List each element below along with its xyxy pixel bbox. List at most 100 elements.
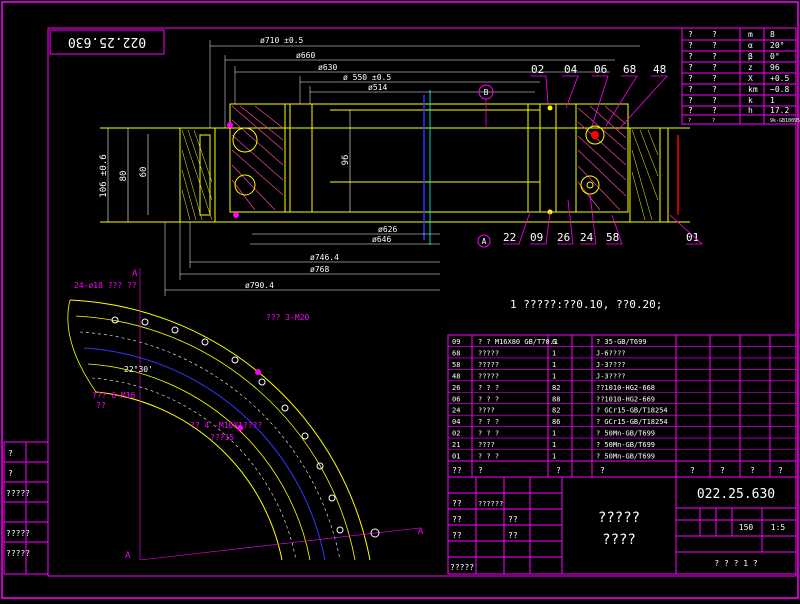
note-grease: ??? 6-M16: [92, 391, 136, 400]
bom-cell-qty: 1: [552, 430, 556, 438]
gear-table-cell: 0°: [770, 52, 780, 61]
part-name-line1: ?????: [598, 510, 640, 526]
bom-cell-name: ? ? ?: [478, 453, 499, 461]
bom-cell-qty: 86: [552, 418, 560, 426]
tech-note: 1 ?????:??0.10, ??0.20;: [510, 298, 662, 311]
gear-table-cell: ?: [688, 106, 693, 115]
note-grease2: ??: [96, 401, 106, 410]
section-marker-a-bottom: A: [125, 551, 131, 561]
section-view: [100, 90, 690, 245]
bom-cell-mat: J-3????: [596, 361, 626, 369]
gear-table-cell: ?: [688, 30, 693, 39]
left-label: ?????: [6, 529, 30, 538]
bom-cell-no: 02: [452, 430, 460, 438]
dim-790: ø790.4: [245, 281, 274, 290]
gear-table-cell: 1: [770, 96, 775, 105]
dim-60: 60: [139, 167, 149, 178]
gear-table-cell: +0.5: [770, 74, 789, 83]
bom-cell-no: 04: [452, 418, 460, 426]
callout-68: 68: [623, 63, 636, 76]
gear-table-cell: ?: [688, 41, 693, 50]
bom-cell-name: ? ? ?: [478, 430, 499, 438]
bom-cell-no: 26: [452, 384, 460, 392]
bom-cell-no: 24: [452, 407, 460, 415]
left-label: ?: [8, 449, 13, 458]
bom-cell-qty: 1: [552, 372, 556, 380]
drawing-number: 022.25.630: [697, 487, 775, 502]
gear-table-cell: ?: [712, 85, 717, 94]
bom-cell-name: ?????: [478, 349, 499, 357]
callout-02: 02: [531, 63, 544, 76]
note-angle: 22°30': [124, 365, 153, 374]
datum-b: B: [484, 88, 489, 97]
gear-table-cell: ?: [712, 96, 717, 105]
approval-label: ??: [508, 531, 518, 540]
bom-cell-mat: ? GCr15-GB/T18254: [596, 418, 668, 426]
weight-value: 150: [739, 523, 754, 532]
left-outer-ring: [179, 127, 216, 223]
bom-cell-mat: J-3????: [596, 372, 626, 380]
gear-table-cell: km: [748, 85, 758, 94]
callout-24: 24: [580, 231, 594, 244]
drawing-frame: [47, 27, 797, 577]
right-inner-ring: [527, 103, 577, 213]
gear-table-cell: z: [748, 63, 753, 72]
bom-cell-mat: ??1010-HG2-668: [596, 384, 655, 392]
left-inner-ring: [229, 103, 286, 213]
callout-58: 58: [606, 231, 619, 244]
callout-06: 06: [594, 63, 607, 76]
bom-cell-name: ????: [478, 407, 495, 415]
bom-cell-qty: 82: [552, 407, 560, 415]
bom-table: 09? ? M16X80 GB/T70.16? 35-GB/T69968????…: [447, 334, 797, 478]
bom-cell-qty: 1: [552, 441, 556, 449]
dim-630: ø630: [318, 63, 337, 72]
gear-table-cell: ?: [688, 96, 693, 105]
bom-cell-name: ????: [478, 441, 495, 449]
bom-cell-mat: ? 35-GB/T699: [596, 338, 647, 346]
note-holes-outer: 24-ø18 ??? ??: [74, 281, 137, 290]
gear-table-cell: ?: [688, 52, 693, 61]
dim-106: 106 ±0.6: [99, 154, 109, 197]
gear-table-cell: −0.8: [770, 85, 789, 94]
gear-table-cell: ?: [712, 74, 717, 83]
dim-710: ø710 ±0.5: [260, 36, 304, 45]
gear-table-cell: α: [748, 41, 753, 50]
bom-cell-name: ? ? ?: [478, 395, 499, 403]
bom-cell-qty: 88: [552, 395, 560, 403]
bom-header-no: ??: [452, 466, 462, 475]
bom-cell-qty: 6: [552, 338, 556, 346]
callout-09: 09: [530, 231, 543, 244]
gear-table-cell: 96: [770, 63, 780, 72]
gear-table-cell: ?: [688, 85, 693, 94]
callout-26: 26: [557, 231, 570, 244]
right-outer-ring: [575, 103, 629, 213]
approval-label: ??????: [478, 500, 503, 508]
note-plug: ?? 4 -M10X1????: [190, 421, 262, 430]
gear-table-cell: 8: [770, 30, 775, 39]
gear-table-cell: 9k-GB10095-88: [770, 118, 800, 124]
dim-768: ø768: [310, 265, 329, 274]
callout-48: 48: [653, 63, 666, 76]
dim-626: ø626: [378, 225, 397, 234]
dim-746: ø746.4: [310, 253, 339, 262]
gear-table-cell: ?: [712, 30, 717, 39]
gear-table-cell: 17.2: [770, 106, 789, 115]
top-dimensions: ø710 ±0.5 ø660 ø630 ø 550 ±0.5 ø514: [209, 36, 640, 128]
title-block: ?? ?? ?????? ?? ?? ?? ????? ????? ???? 0…: [447, 476, 797, 575]
bom-cell-no: 06: [452, 395, 460, 403]
left-label-bottom: ?????: [450, 563, 474, 572]
left-label: ?: [8, 469, 13, 478]
dim-80: 80: [119, 171, 129, 182]
gear-table-cell: k: [748, 96, 753, 105]
bom-cell-mat: ? 50Mn-GB/T699: [596, 441, 655, 449]
gear-table-cell: ?: [688, 118, 691, 124]
gear-table-cell: m: [748, 30, 753, 39]
bom-header-qty: ?: [556, 466, 561, 475]
dim-514: ø514: [368, 83, 387, 92]
gear-table-cell: ?: [712, 41, 717, 50]
bom-header-name: ?: [478, 466, 483, 475]
bom-cell-qty: 1: [552, 453, 556, 461]
bom-cell-no: 09: [452, 338, 460, 346]
approval-label: ??: [452, 499, 462, 508]
